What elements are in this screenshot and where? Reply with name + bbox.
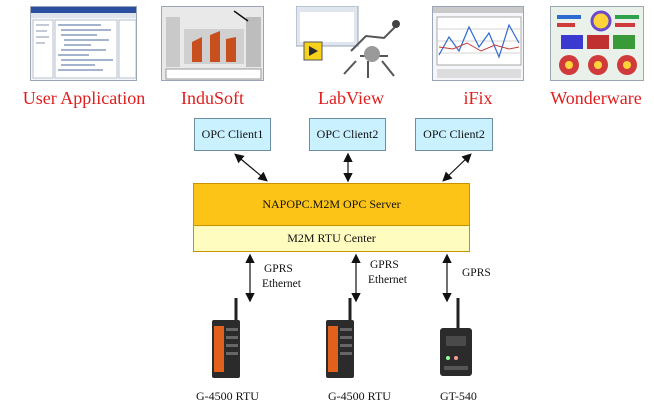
app-label-user-application: User Application [22,88,146,108]
arrow-client3-server [442,153,472,182]
link-label-1-line1: GPRS [264,263,293,275]
opc-client-3: OPC Client2 [415,118,493,151]
indusoft-thumbnail [161,6,264,81]
link-label-3: GPRS [462,266,491,281]
labview-thumbnail [296,6,407,81]
arrow-client1-server [234,153,268,182]
opc-server-box: NAPOPC.M2M OPC Server [193,183,470,226]
link-label-1: GPRS Ethernet [262,262,301,292]
device-label-1: G-4500 RTU [196,389,259,403]
app-label-indusoft: InduSoft [181,88,244,108]
opc-client-2: OPC Client2 [309,118,386,151]
user-application-thumbnail [30,6,137,81]
rtu-device-icon [206,296,246,385]
link-label-3-line1: GPRS [462,267,491,279]
link-label-2-line2: Ethernet [368,274,407,286]
device-label-3: GT-540 [440,389,477,403]
rtu-device-icon [320,296,360,385]
link-label-2: GPRS Ethernet [368,258,407,288]
link-label-2-line1: GPRS [370,259,399,271]
app-label-labview: LabView [318,88,384,108]
gprs-device-icon [436,296,476,385]
app-label-ifix: iFix [463,88,493,108]
wonderware-thumbnail [550,6,644,81]
app-label-wonderware: Wonderware [550,88,642,108]
rtu-center-box: M2M RTU Center [193,226,470,252]
link-label-1-line2: Ethernet [262,278,301,290]
ifix-thumbnail [432,6,524,81]
opc-client-1: OPC Client1 [194,118,271,151]
device-label-2: G-4500 RTU [328,389,391,403]
